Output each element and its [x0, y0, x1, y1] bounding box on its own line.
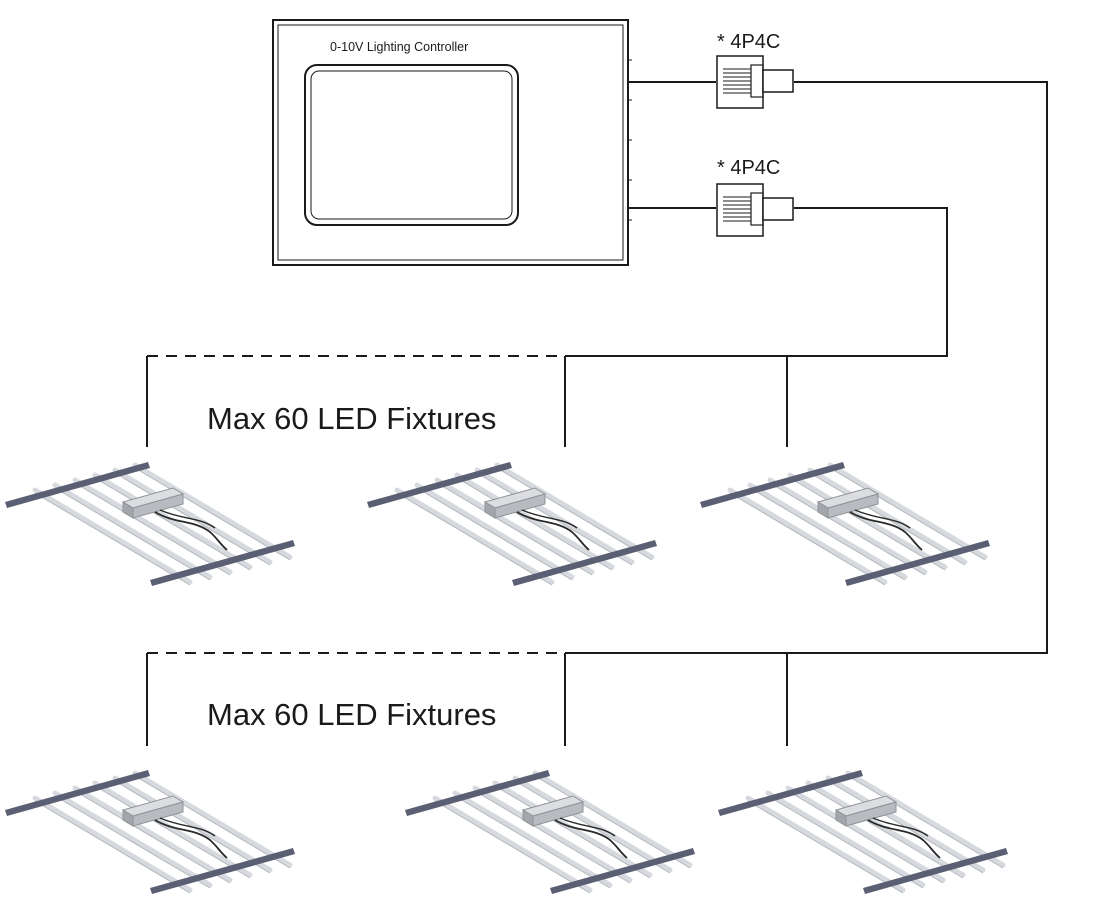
- controller-title: 0-10V Lighting Controller: [330, 40, 468, 54]
- connector-bottom: * 4P4C: [716, 157, 794, 237]
- led-fixture: [367, 462, 657, 586]
- wiring: [146, 81, 1048, 746]
- group-label-upper: Max 60 LED Fixtures: [207, 401, 496, 436]
- lighting-controller: 0-10V Lighting Controller: [272, 19, 632, 266]
- led-fixture: [5, 770, 295, 894]
- connector-top: * 4P4C: [716, 31, 794, 109]
- group-label-lower: Max 60 LED Fixtures: [207, 697, 496, 732]
- led-fixture: [405, 770, 695, 894]
- connector-label: * 4P4C: [717, 157, 780, 179]
- connector-label: * 4P4C: [717, 31, 780, 53]
- led-fixture: [5, 462, 295, 586]
- led-fixture: [700, 462, 990, 586]
- led-fixture: [718, 770, 1008, 894]
